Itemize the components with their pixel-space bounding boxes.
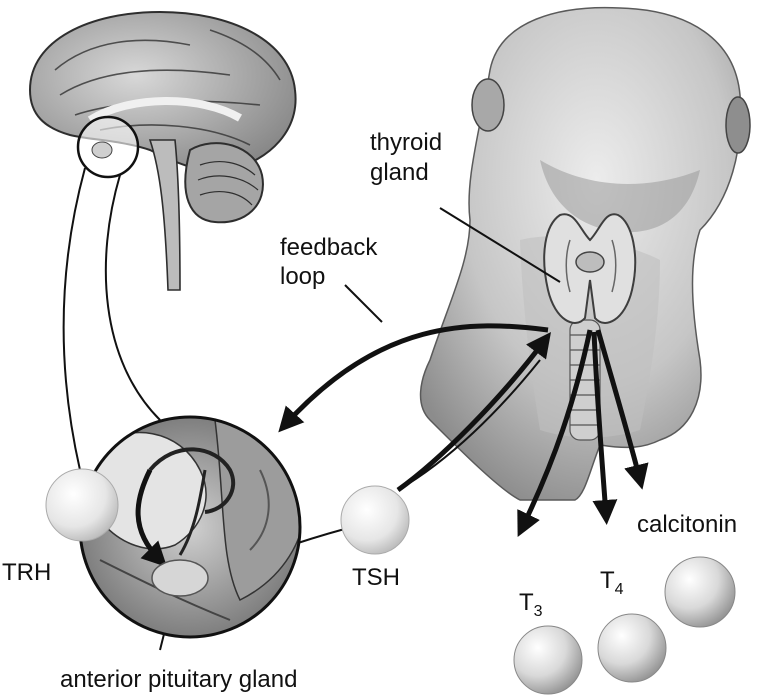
calcitonin-label: calcitonin (637, 511, 737, 538)
tsh-sphere-icon (341, 486, 409, 554)
calcitonin-sphere-icon (665, 557, 735, 627)
t4-sphere-icon (598, 614, 666, 682)
brain-illustration (30, 12, 296, 290)
trh-label: TRH (2, 559, 51, 586)
t4-label-main: T (600, 567, 615, 594)
tsh-label: TSH (352, 564, 400, 591)
feedback-label-line1: feedback (280, 234, 378, 261)
t4-label-sub: 4 (615, 581, 624, 598)
brainstem (150, 140, 180, 290)
t3-label: T3 (519, 589, 543, 620)
cerebellum (185, 143, 263, 222)
feedback-label-line2: loop (280, 263, 325, 290)
anterior-pituitary-label: anterior pituitary gland (60, 666, 297, 693)
hypothalamus-pituitary-zoom (80, 417, 306, 637)
trh-sphere-icon (46, 469, 118, 541)
t3-label-main: T (519, 589, 534, 616)
anterior-pituitary-icon (152, 560, 208, 596)
right-ear (726, 97, 750, 153)
thyroid-label-line2: gland (370, 159, 429, 186)
t3-label-sub: 3 (534, 603, 543, 620)
t4-label: T4 (600, 567, 624, 598)
t3-sphere-icon (514, 626, 582, 694)
thyroid-label-line1: thyroid (370, 129, 442, 156)
left-ear (472, 79, 504, 131)
